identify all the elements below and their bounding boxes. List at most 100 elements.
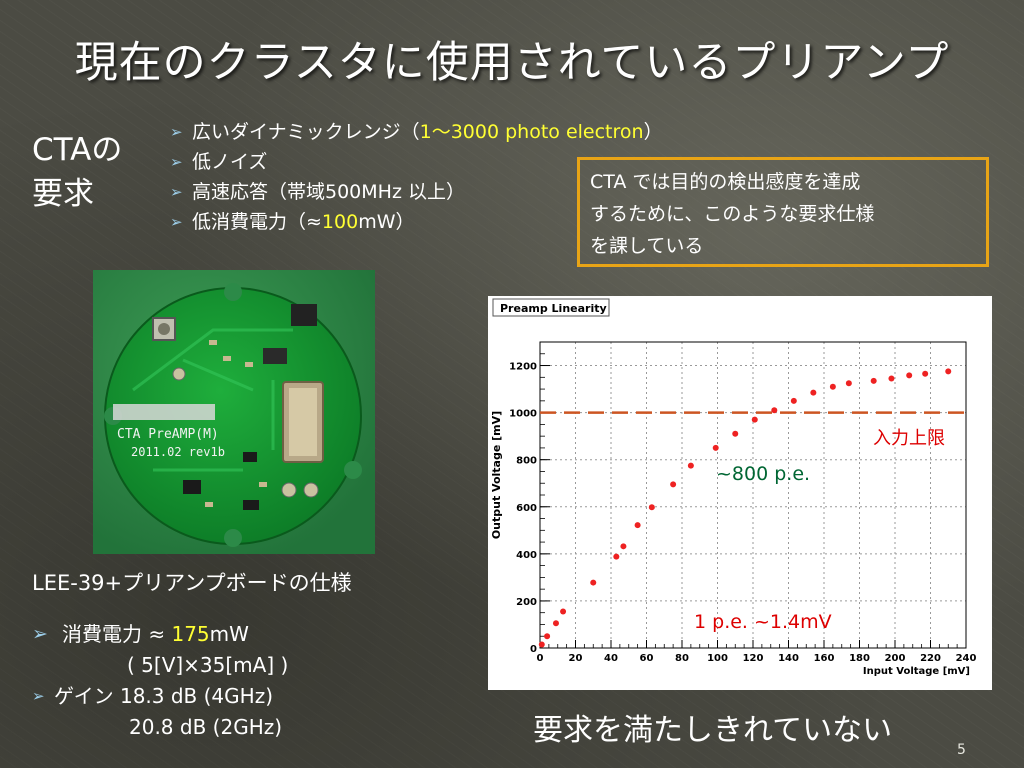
requirements-heading-line2: 要求 bbox=[32, 176, 94, 212]
requirement-text: 広いダイナミックレンジ（ bbox=[192, 121, 420, 143]
page-number: 5 bbox=[957, 742, 966, 758]
x-tick-label: 100 bbox=[707, 653, 728, 664]
conclusion-text: 要求を満たしきれていない bbox=[533, 713, 893, 748]
requirement-item: ➢ 広いダイナミックレンジ（1～3000 photo electron） bbox=[170, 117, 663, 147]
arrow-bullet-icon: ➢ bbox=[170, 213, 183, 231]
data-point bbox=[870, 377, 877, 384]
data-point bbox=[922, 370, 929, 377]
data-point bbox=[613, 553, 620, 560]
spec-gain-1: 18.3 dB (4GHz) bbox=[119, 684, 273, 708]
data-point bbox=[552, 620, 559, 627]
requirement-text: 低ノイズ bbox=[192, 151, 268, 173]
data-point bbox=[712, 444, 719, 451]
data-point bbox=[560, 608, 567, 615]
callout-line: CTA では目的の検出感度を達成 bbox=[590, 171, 861, 193]
x-tick-label: 140 bbox=[778, 653, 799, 664]
x-tick-label: 120 bbox=[743, 653, 764, 664]
data-point bbox=[590, 579, 597, 586]
spec-gain-label: ゲイン bbox=[54, 684, 114, 708]
y-tick-label: 400 bbox=[516, 550, 537, 561]
y-tick-label: 1200 bbox=[509, 362, 537, 373]
x-tick-label: 20 bbox=[569, 653, 583, 664]
pcb-silk-date: 2011.02 rev1b bbox=[131, 445, 225, 459]
pcb-illustration: CTA PreAMP(M) 2011.02 rev1b bbox=[93, 270, 375, 554]
requirement-text-end: mW） bbox=[358, 211, 415, 233]
data-point bbox=[845, 380, 852, 387]
data-point bbox=[544, 633, 551, 640]
y-tick-label: 600 bbox=[516, 503, 537, 514]
x-tick-label: 0 bbox=[537, 653, 544, 664]
chart-points bbox=[538, 368, 952, 648]
x-tick-label: 240 bbox=[956, 653, 977, 664]
spec-power-detail: ( 5[V]×35[mA] ) bbox=[127, 653, 289, 677]
input-limit-label: 入力上限 bbox=[873, 428, 945, 449]
x-tick-label: 60 bbox=[640, 653, 654, 664]
requirement-item: ➢ 低ノイズ bbox=[170, 147, 663, 177]
data-point bbox=[732, 430, 739, 437]
data-point bbox=[648, 504, 655, 511]
callout-line: するために、このような要求仕様 bbox=[590, 203, 875, 225]
annotation-1pe: 1 p.e. ~1.4mV bbox=[694, 611, 832, 633]
data-point bbox=[945, 368, 952, 375]
chart-x-axis-label: Input Voltage [mV] bbox=[863, 666, 970, 677]
data-point bbox=[810, 389, 817, 396]
chart-svg: Preamp Linearity 0 20 40 60 80 100 120 140 160 18… bbox=[490, 298, 977, 677]
spec-item-gain: ➢ ゲイン 18.3 dB (4GHz) bbox=[32, 681, 288, 712]
x-tick-label: 180 bbox=[849, 653, 870, 664]
y-tick-label: 200 bbox=[516, 597, 537, 608]
data-point bbox=[687, 462, 694, 469]
slide-title: 現在のクラスタに使用されているプリアンプ bbox=[74, 38, 950, 88]
data-point bbox=[620, 543, 627, 550]
requirements-list: ➢ 広いダイナミックレンジ（1～3000 photo electron） ➢ 低… bbox=[170, 117, 663, 237]
data-point bbox=[790, 397, 797, 404]
requirement-text-end: ） bbox=[643, 121, 663, 143]
chart-ticks: 0 20 40 60 80 100 120 140 160 180 200 220 240 0 200 400… bbox=[509, 341, 977, 664]
arrow-bullet-icon: ➢ bbox=[170, 153, 183, 171]
spec-power-approx: ≈ bbox=[142, 622, 172, 646]
x-tick-label: 80 bbox=[675, 653, 689, 664]
x-tick-label: 160 bbox=[814, 653, 835, 664]
data-point bbox=[888, 375, 895, 382]
spec-gain-2: 20.8 dB (2GHz) bbox=[129, 715, 283, 739]
data-point bbox=[538, 641, 545, 648]
chart-y-axis-label: Output Voltage [mV] bbox=[490, 411, 503, 539]
requirements-heading: CTAの 要求 bbox=[32, 128, 122, 216]
arrow-bullet-icon: ➢ bbox=[170, 183, 183, 201]
arrow-bullet-icon: ➢ bbox=[170, 123, 183, 141]
chart-grid bbox=[539, 342, 967, 649]
data-point bbox=[771, 407, 778, 414]
y-tick-label: 1000 bbox=[509, 409, 537, 420]
spec-power-value: 175 bbox=[171, 622, 210, 646]
chart-title-box bbox=[492, 298, 610, 317]
data-point bbox=[906, 372, 913, 379]
spec-power-label: 消費電力 bbox=[62, 622, 142, 646]
y-tick-label: 800 bbox=[516, 456, 537, 467]
annotation-800pe: ~800 p.e. bbox=[716, 463, 810, 485]
x-tick-label: 200 bbox=[885, 653, 906, 664]
requirement-text: 高速応答（帯域500MHz 以上） bbox=[192, 181, 465, 203]
arrow-bullet-icon: ➢ bbox=[32, 623, 48, 645]
data-point bbox=[634, 522, 641, 529]
chart-title: Preamp Linearity bbox=[500, 302, 607, 315]
x-tick-label: 40 bbox=[604, 653, 618, 664]
preamp-linearity-chart: Preamp Linearity 0 20 40 60 80 100 120 140 160 18… bbox=[488, 296, 992, 690]
y-tick-label: 0 bbox=[530, 644, 537, 655]
preamp-board-photo: CTA PreAMP(M) 2011.02 rev1b bbox=[93, 270, 375, 554]
data-point bbox=[829, 383, 836, 390]
requirement-highlight: 100 bbox=[321, 211, 359, 233]
requirements-heading-line1: CTAの bbox=[32, 132, 123, 168]
requirement-item: ➢ 高速応答（帯域500MHz 以上） bbox=[170, 177, 663, 207]
requirement-text: 低消費電力（≈ bbox=[192, 211, 322, 233]
board-caption: LEE-39+プリアンプボードの仕様 bbox=[32, 571, 352, 595]
spec-power-unit: mW bbox=[209, 622, 249, 646]
callout-box: CTA では目的の検出感度を達成 するために、このような要求仕様 を課している bbox=[577, 157, 989, 267]
x-tick-label: 220 bbox=[920, 653, 941, 664]
arrow-bullet-icon: ➢ bbox=[32, 687, 45, 705]
data-point bbox=[670, 481, 677, 488]
pcb-silk-title: CTA PreAMP(M) bbox=[117, 427, 219, 442]
requirement-highlight: 1～3000 photo electron bbox=[419, 121, 644, 143]
data-point bbox=[751, 416, 758, 423]
callout-line: を課している bbox=[590, 235, 704, 257]
